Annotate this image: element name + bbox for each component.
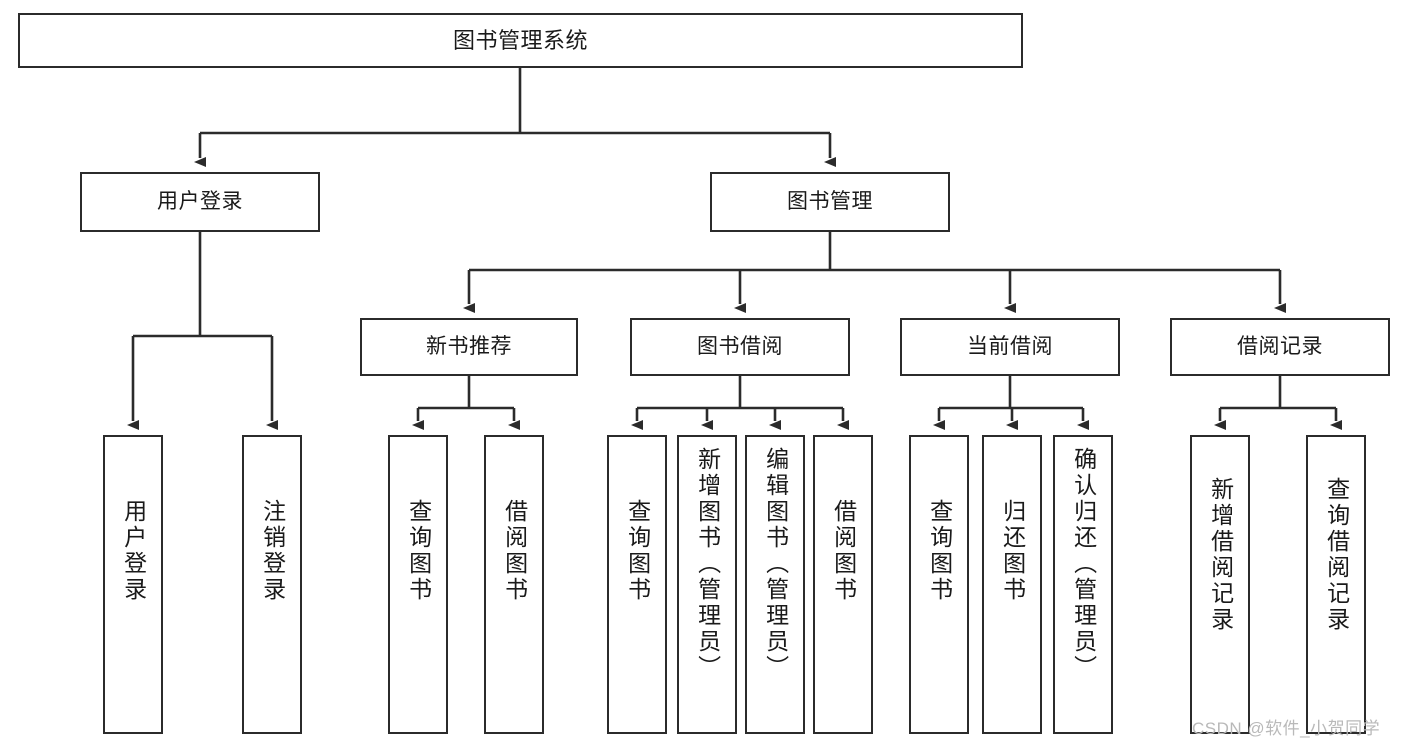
node-book-manage-label: 图书管理 (787, 189, 873, 213)
node-leaf-confirm-return-admin[interactable]: 确认归还（管理员） (1053, 435, 1113, 734)
node-leaf-query-book-1-label: 查询图书 (405, 499, 432, 603)
node-leaf-edit-book-admin-label: 编辑图书（管理员） (762, 447, 789, 681)
node-new-book-recommend[interactable]: 新书推荐 (360, 318, 578, 376)
node-user-login-label: 用户登录 (157, 189, 243, 213)
node-borrow-record-label: 借阅记录 (1237, 334, 1323, 358)
node-user-login[interactable]: 用户登录 (80, 172, 320, 232)
watermark: CSDN @软件_小贺同学 (1192, 719, 1381, 738)
node-leaf-add-book-admin[interactable]: 新增图书（管理员） (677, 435, 737, 734)
node-leaf-logout[interactable]: 注销登录 (242, 435, 302, 734)
node-leaf-add-borrow-record-label: 新增借阅记录 (1207, 477, 1234, 633)
node-leaf-query-book-3[interactable]: 查询图书 (909, 435, 969, 734)
node-leaf-query-book-2[interactable]: 查询图书 (607, 435, 667, 734)
node-root-label: 图书管理系统 (452, 27, 588, 53)
node-leaf-borrow-book-2-label: 借阅图书 (830, 499, 857, 603)
node-borrow-record[interactable]: 借阅记录 (1170, 318, 1390, 376)
node-leaf-return-book-label: 归还图书 (999, 499, 1026, 603)
node-book-borrow[interactable]: 图书借阅 (630, 318, 850, 376)
node-leaf-user-login[interactable]: 用户登录 (103, 435, 163, 734)
node-leaf-borrow-book-1[interactable]: 借阅图书 (484, 435, 544, 734)
node-leaf-query-book-3-label: 查询图书 (926, 499, 953, 603)
node-new-book-recommend-label: 新书推荐 (426, 334, 512, 358)
node-book-manage[interactable]: 图书管理 (710, 172, 950, 232)
node-leaf-query-borrow-record-label: 查询借阅记录 (1323, 477, 1350, 633)
node-leaf-edit-book-admin[interactable]: 编辑图书（管理员） (745, 435, 805, 734)
node-leaf-confirm-return-admin-label: 确认归还（管理员） (1070, 447, 1097, 681)
node-leaf-borrow-book-1-label: 借阅图书 (501, 499, 528, 603)
node-current-borrow-label: 当前借阅 (967, 334, 1053, 358)
node-current-borrow[interactable]: 当前借阅 (900, 318, 1120, 376)
node-book-borrow-label: 图书借阅 (697, 334, 783, 358)
node-leaf-query-book-2-label: 查询图书 (624, 499, 651, 603)
node-leaf-return-book[interactable]: 归还图书 (982, 435, 1042, 734)
node-leaf-add-borrow-record[interactable]: 新增借阅记录 (1190, 435, 1250, 734)
node-root[interactable]: 图书管理系统 (18, 13, 1023, 68)
node-leaf-user-login-label: 用户登录 (120, 499, 147, 603)
node-leaf-query-book-1[interactable]: 查询图书 (388, 435, 448, 734)
node-leaf-borrow-book-2[interactable]: 借阅图书 (813, 435, 873, 734)
node-leaf-query-borrow-record[interactable]: 查询借阅记录 (1306, 435, 1366, 734)
node-leaf-add-book-admin-label: 新增图书（管理员） (694, 447, 721, 681)
node-leaf-logout-label: 注销登录 (259, 499, 286, 603)
